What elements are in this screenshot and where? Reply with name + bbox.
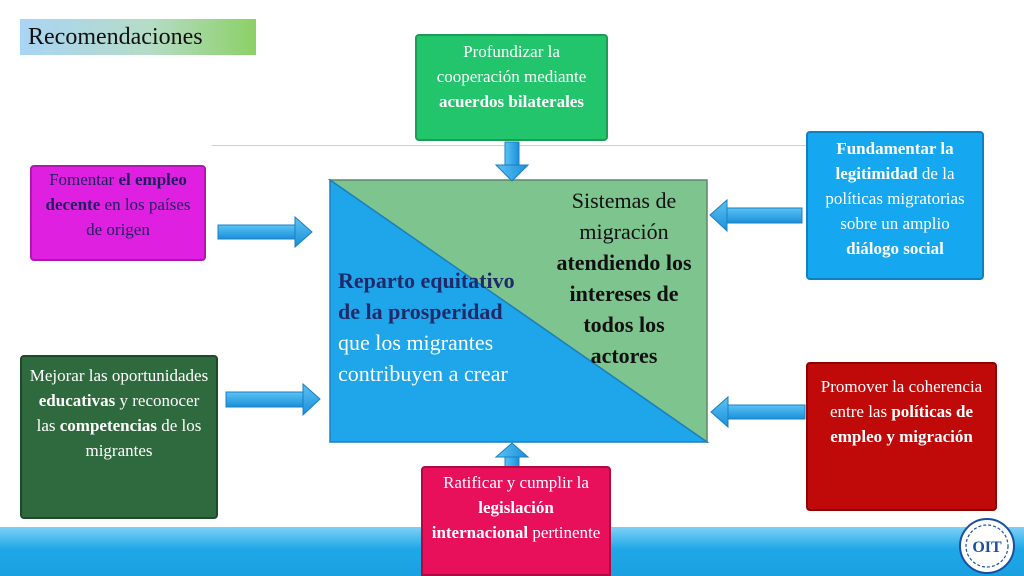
svg-text:OIT: OIT: [972, 539, 1002, 556]
center-blue-text: Reparto equitativo de la prosperidad que…: [338, 268, 515, 386]
center-blue-triangle: [329, 178, 710, 443]
box-acuerdos-bilaterales: Profundizar la cooperación mediante acue…: [415, 34, 608, 141]
box-legislacion-internacional: Ratificar y cumplir la legislación inter…: [421, 466, 611, 576]
center-green-text: Sistemas de migración atendiendo los int…: [556, 188, 692, 368]
arrow-right-top: [709, 198, 803, 233]
arrow-bottom-up: [494, 442, 530, 469]
box-empleo-decente: Fomentar el empleo decente en los países…: [30, 165, 206, 261]
box-oportunidades-educativas: Mejorar las oportunidades educativas y r…: [20, 355, 218, 519]
slide-title: Recomendaciones: [20, 19, 256, 55]
arrow-left-bottom: [225, 382, 321, 417]
arrow-right-bottom: [710, 395, 806, 429]
arrow-top-down: [494, 141, 530, 182]
box-coherencia-politicas: Promover la coherencia entre las polític…: [806, 362, 997, 511]
box-dialogo-social: Fundamentar la legitimidad de la polític…: [806, 131, 984, 280]
oit-logo-icon: OIT: [959, 518, 1015, 574]
arrow-left-top: [217, 215, 313, 249]
